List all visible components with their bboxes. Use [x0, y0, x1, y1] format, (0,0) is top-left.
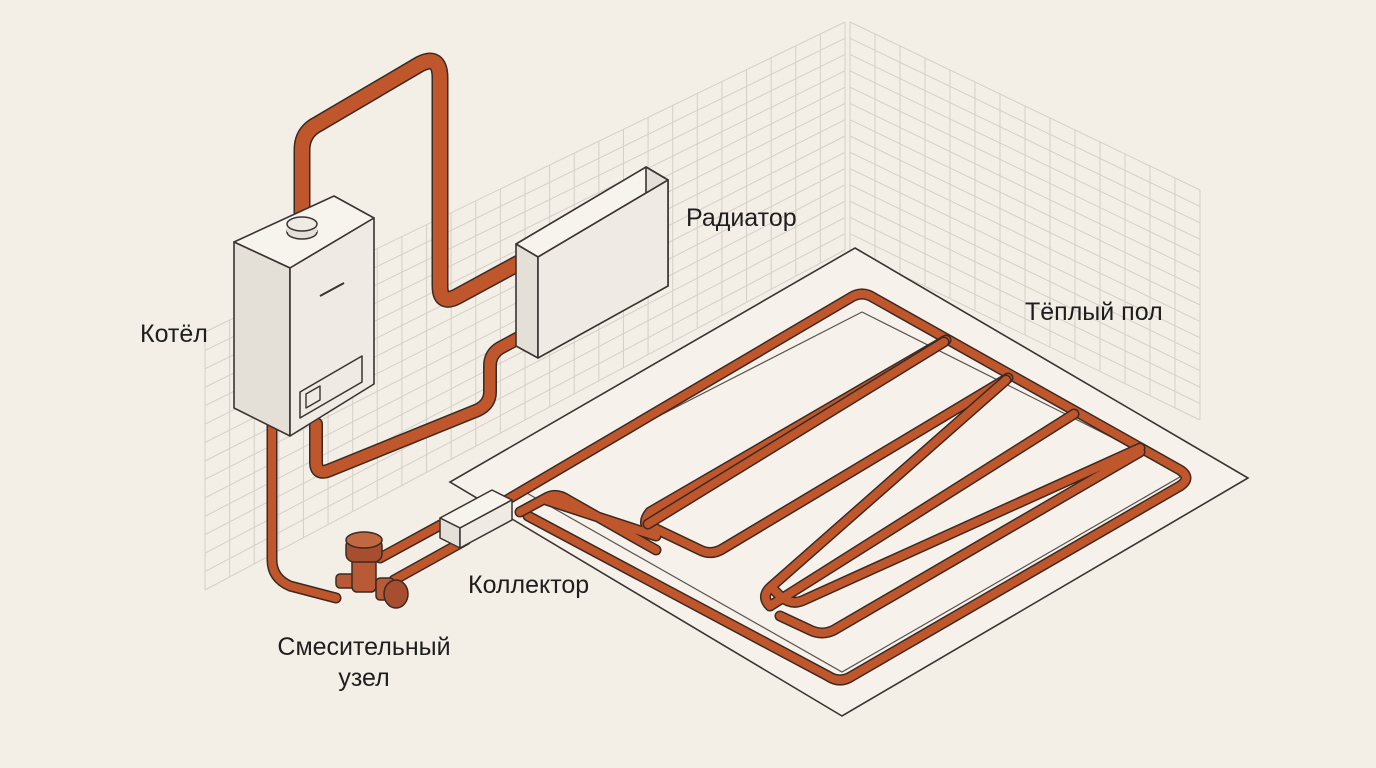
- pipe-boiler-to-radiator: [293, 52, 537, 308]
- radiator: [515, 166, 669, 359]
- boiler: [233, 195, 375, 437]
- pipe-body: [310, 328, 532, 478]
- collector: [439, 489, 513, 549]
- pipe-body: [761, 376, 1144, 637]
- label-mixing-unit-line2: узел: [338, 664, 390, 693]
- pipe-outline: [266, 420, 342, 604]
- mixing-unit: [335, 531, 409, 609]
- floor-slab: [448, 247, 1250, 717]
- right-wall-grid: [849, 21, 1201, 421]
- label-boiler: Котёл: [140, 320, 208, 348]
- pipe-boiler-to-mixing-unit: [266, 420, 342, 604]
- label-mixing-unit-line1: Смесительный: [277, 633, 451, 661]
- underfloor-heating-loops: [494, 288, 1192, 686]
- label-warm-floor: Тёплый пол: [1025, 298, 1163, 326]
- label-collector: Коллектор: [468, 571, 590, 599]
- label-radiator: Радиатор: [686, 204, 797, 232]
- pipe-mixing-unit-to-collector: [374, 516, 472, 586]
- pipe-body: [496, 290, 1190, 684]
- pipe-body: [268, 422, 340, 602]
- label-mixing-unit: Смесительный узел: [264, 632, 464, 695]
- pipe-body: [644, 338, 948, 528]
- pipe-radiator-return: [309, 327, 533, 479]
- pipe-body: [376, 518, 470, 584]
- pipe-body: [295, 54, 535, 307]
